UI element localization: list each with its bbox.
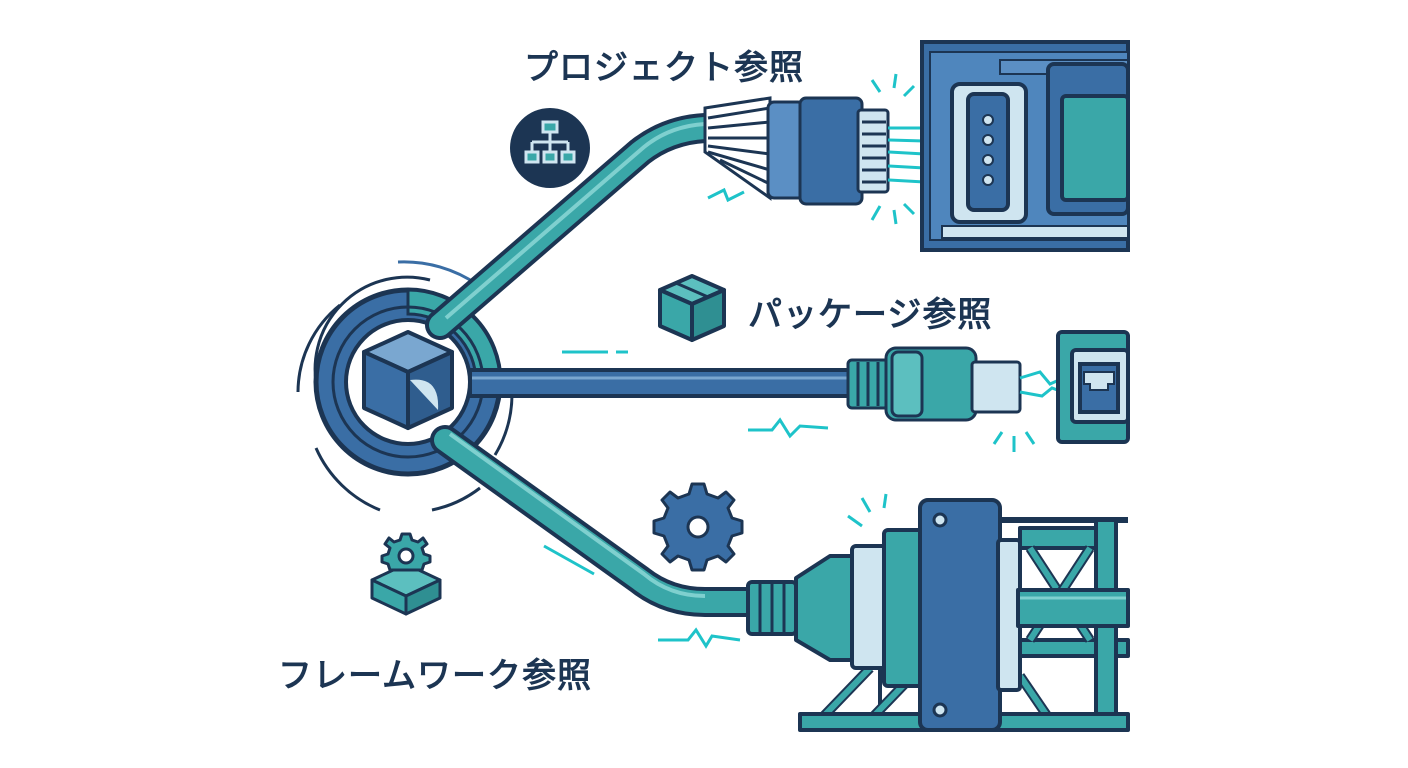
cable-package xyxy=(470,370,860,396)
gear-icon xyxy=(654,484,742,570)
hierarchy-icon xyxy=(510,108,590,188)
package-port xyxy=(1058,332,1128,442)
gear-box-icon xyxy=(372,534,440,614)
cube-icon xyxy=(364,332,452,428)
label-framework-reference: フレームワーク参照 xyxy=(278,648,592,697)
framework-connector xyxy=(748,500,1128,730)
package-connector xyxy=(848,348,1020,420)
box-icon xyxy=(660,276,724,340)
project-device xyxy=(922,42,1128,250)
project-connector xyxy=(705,98,888,204)
label-project-reference: プロジェクト参照 xyxy=(524,40,804,89)
label-package-reference: パッケージ参照 xyxy=(748,287,992,336)
